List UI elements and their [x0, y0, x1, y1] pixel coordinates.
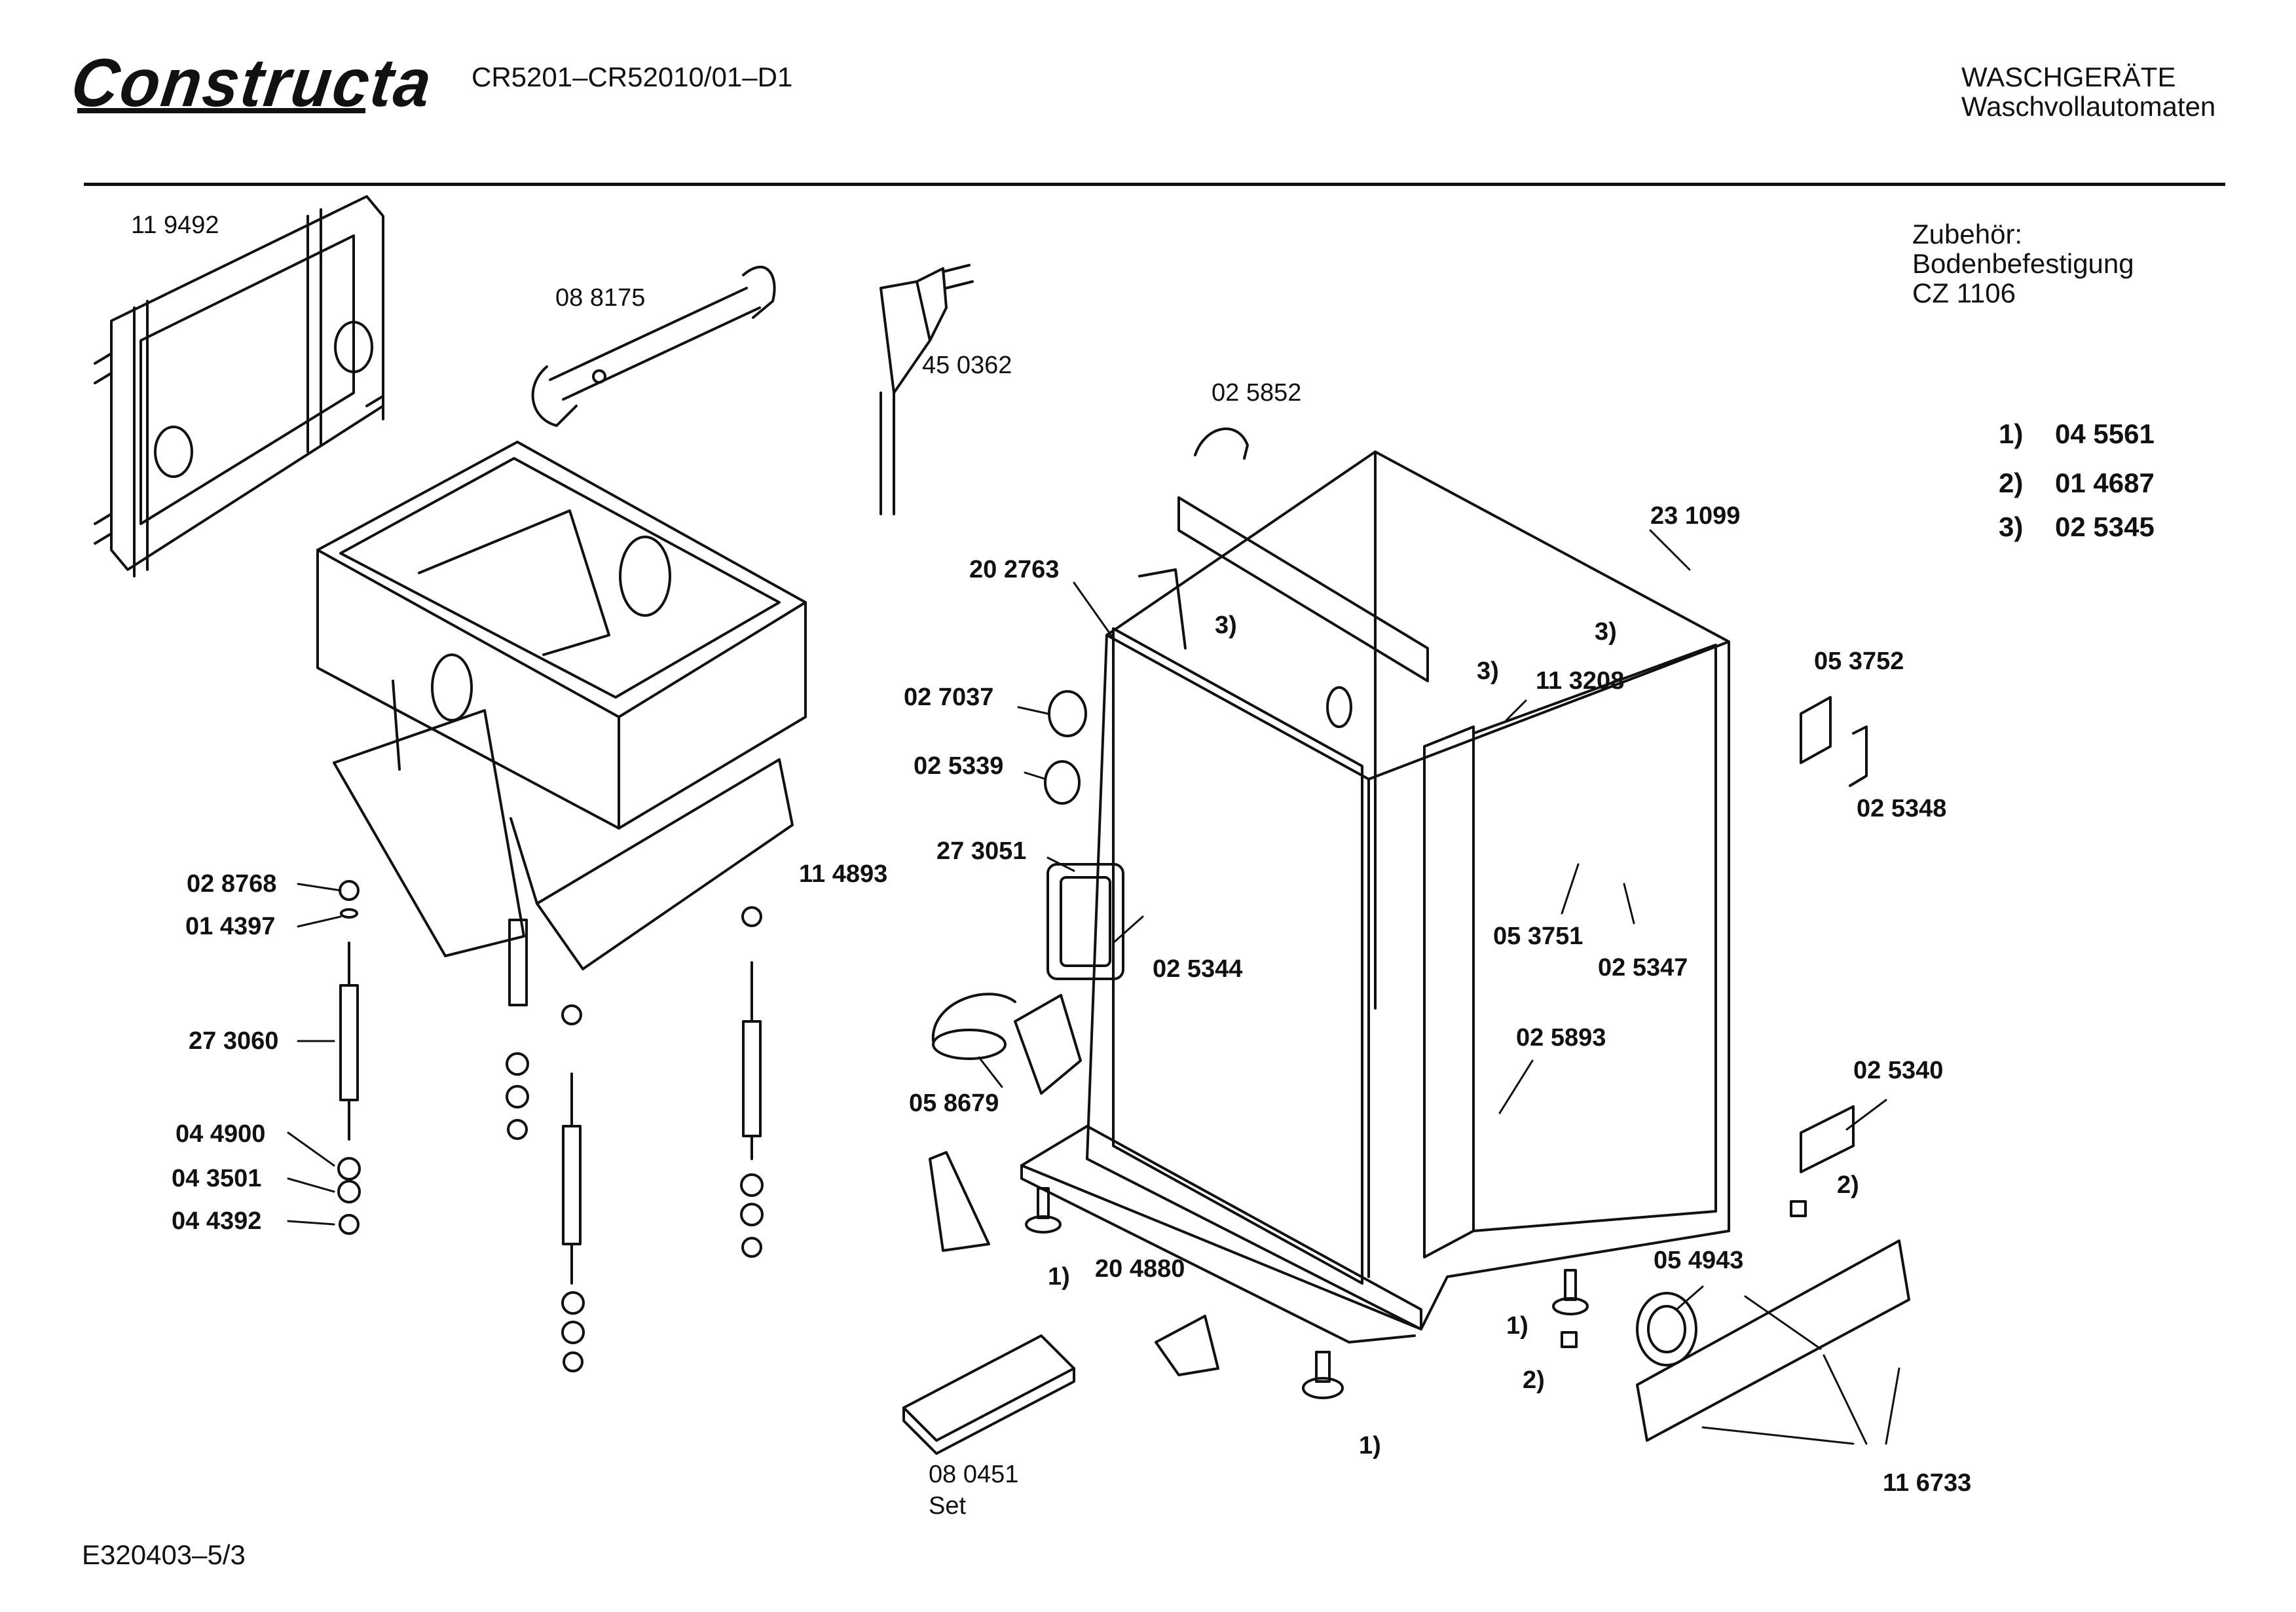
shock-absorber-left	[340, 881, 358, 1139]
ring-05-4943	[1637, 1293, 1696, 1365]
part-label-11-9492: 11 9492	[131, 211, 219, 239]
part-label-11-4893: 11 4893	[799, 860, 888, 888]
part-label-02-5344: 02 5344	[1153, 955, 1243, 983]
part-label-04-4900: 04 4900	[176, 1120, 266, 1148]
foot-right	[1553, 1270, 1587, 1347]
part-label-02-5348: 02 5348	[1857, 795, 1947, 822]
part-label-01-4397: 01 4397	[185, 913, 276, 940]
wrench-part	[533, 267, 775, 426]
leader-lines	[288, 530, 1899, 1444]
part-label-02-5347: 02 5347	[1598, 954, 1688, 981]
shock-absorber-right	[741, 907, 762, 1256]
control-panel-27-3051	[1048, 864, 1123, 979]
part-label-04-4392: 04 4392	[172, 1207, 262, 1235]
subcategory-title: Waschvollautomaten	[1961, 91, 2216, 122]
cabinet-frame-part	[1022, 452, 1729, 1342]
part-label-27-3060: 27 3060	[189, 1027, 279, 1055]
ref-2-right: 2)	[1523, 1366, 1545, 1394]
part-label-05-8679: 05 8679	[909, 1090, 999, 1117]
ref-2-door: 2)	[1837, 1171, 1859, 1199]
part-label-02-8768: 02 8768	[187, 870, 277, 898]
shock-absorber-mid	[563, 1006, 583, 1371]
logo-underline	[77, 108, 365, 113]
part-label-08-8175: 08 8175	[555, 284, 646, 312]
part-label-02-5340: 02 5340	[1853, 1057, 1944, 1084]
footnote-1-key: 1)	[1999, 418, 2024, 449]
ref-1-front: 1)	[1359, 1432, 1381, 1459]
gusset-left	[930, 1152, 989, 1251]
footnote-1-value: 04 5561	[2055, 418, 2155, 449]
part-label-05-3752: 05 3752	[1814, 648, 1904, 675]
part-label-11-3208: 11 3208	[1536, 667, 1625, 695]
mounting-frame-part	[95, 196, 383, 576]
caps-02-7037	[1045, 691, 1086, 803]
part-label-02-7037: 02 7037	[904, 684, 994, 711]
clip-02-5852	[1195, 429, 1248, 458]
power-cable-part	[881, 265, 972, 514]
ref-3-mid: 3)	[1477, 657, 1499, 685]
foot-washer-front	[1303, 1352, 1342, 1398]
footnote-2-key: 2)	[1999, 467, 2024, 498]
category-title: WASCHGERÄTE	[1961, 62, 2176, 92]
footnote-2-value: 01 4687	[2055, 467, 2155, 498]
foot-left	[1026, 1188, 1060, 1232]
part-label-02-5339: 02 5339	[914, 752, 1004, 780]
part-label-02-5852: 02 5852	[1212, 379, 1302, 407]
ref-1-left: 1)	[1048, 1263, 1070, 1291]
capacitor-05-8679	[933, 994, 1081, 1093]
bracket-05-3752	[1801, 697, 1866, 786]
shim-08-0451	[904, 1336, 1074, 1454]
part-label-05-4943: 05 4943	[1654, 1247, 1744, 1274]
tub-cradle-part	[318, 442, 805, 969]
part-label-45-0362: 45 0362	[922, 352, 1012, 379]
part-label-20-2763: 20 2763	[969, 556, 1060, 583]
accessory-code: CZ 1106	[1912, 278, 2016, 308]
part-label-27-3051: 27 3051	[936, 837, 1027, 865]
drawing-number: E320403–5/3	[82, 1539, 246, 1570]
part-label-08-0451: 08 0451	[929, 1461, 1019, 1488]
door-seal-02-5340	[1791, 1107, 1853, 1216]
part-label-23-1099: 23 1099	[1650, 502, 1741, 530]
footnote-3-key: 3)	[1999, 511, 2024, 542]
part-label-04-3501: 04 3501	[172, 1165, 262, 1192]
part-label-11-6733: 11 6733	[1883, 1469, 1972, 1497]
part-label-08-0451-set: Set	[929, 1492, 967, 1520]
panel-11-6733	[1637, 1241, 1909, 1440]
accessory-name: Bodenbefestigung	[1912, 248, 2134, 279]
part-label-20-4880: 20 4880	[1095, 1255, 1185, 1283]
header-rule	[84, 183, 2225, 186]
washers-left	[339, 1158, 360, 1234]
ref-3-left: 3)	[1215, 612, 1237, 639]
ref-1-right: 1)	[1506, 1312, 1528, 1340]
shock-absorber-center	[507, 920, 528, 1139]
footnote-3-value: 02 5345	[2055, 511, 2155, 542]
part-label-02-5893: 02 5893	[1516, 1024, 1606, 1052]
gusset-center	[1156, 1316, 1218, 1375]
accessory-label: Zubehör:	[1912, 219, 2023, 249]
part-label-05-3751: 05 3751	[1493, 923, 1583, 950]
ref-3-right: 3)	[1595, 618, 1617, 646]
model-number: CR5201–CR52010/01–D1	[472, 62, 793, 92]
